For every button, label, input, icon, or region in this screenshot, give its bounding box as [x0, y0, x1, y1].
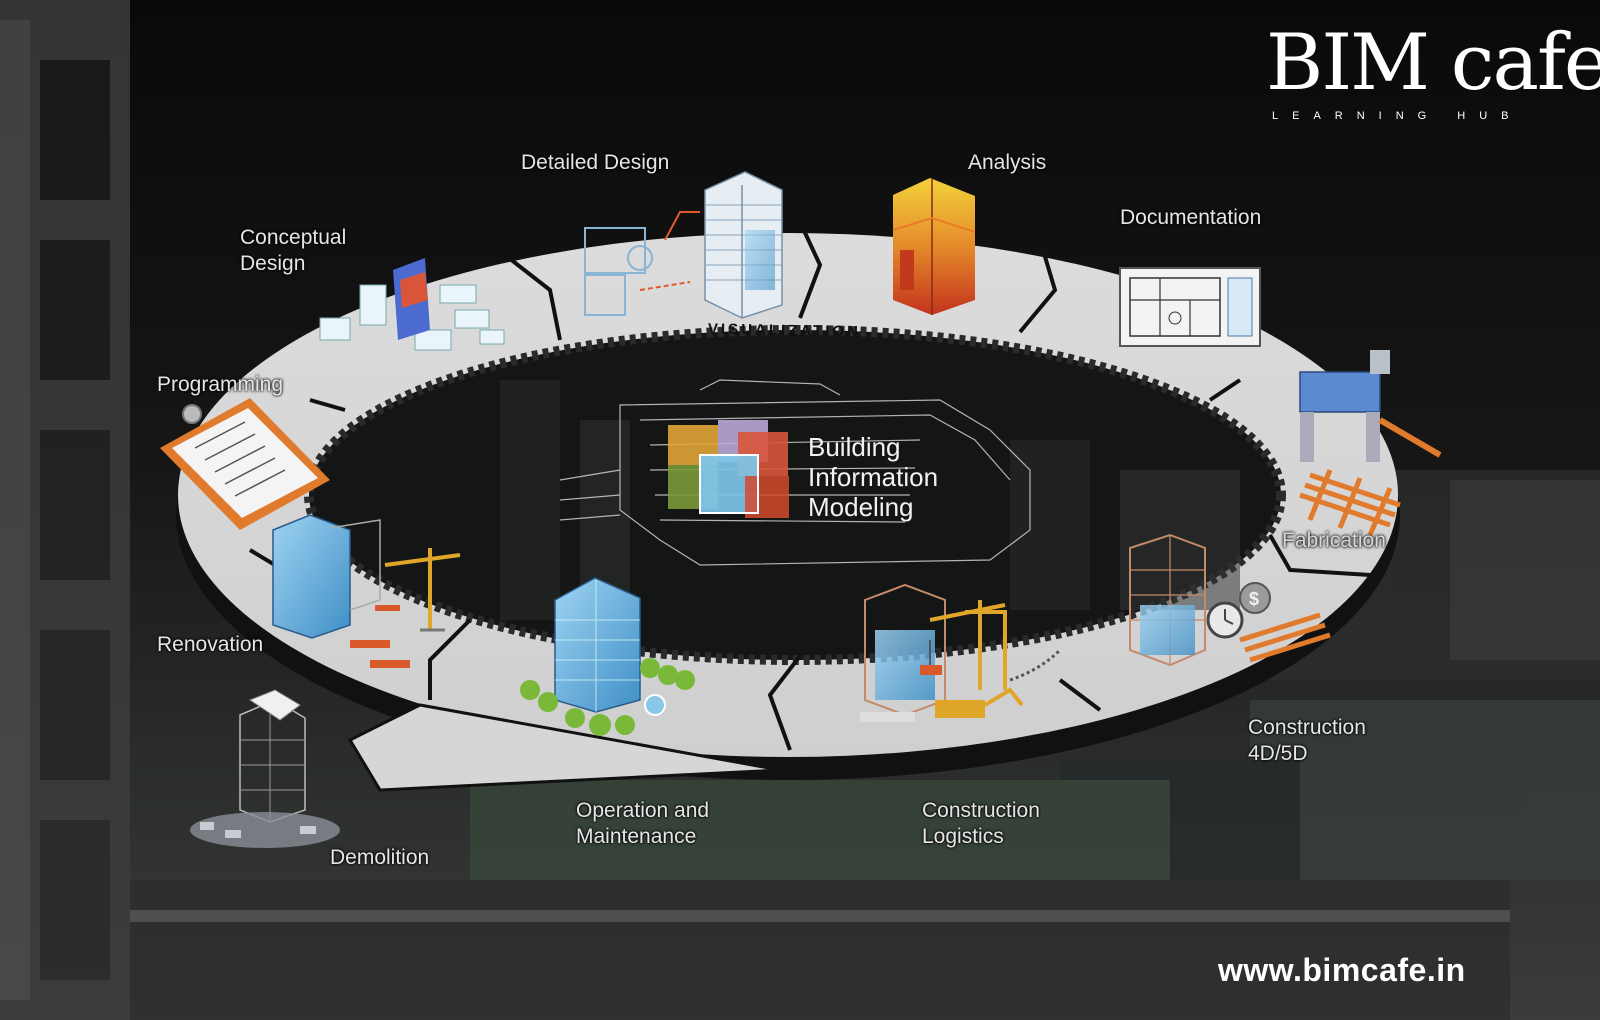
segment-dividers: [248, 221, 1371, 751]
construction-4d5d-illustration: $: [1129, 533, 1331, 667]
construction-logistics-label: Construction Logistics: [922, 799, 1040, 848]
ring-tail: [347, 703, 781, 792]
renovation-label: Renovation: [157, 633, 264, 656]
bim-center-title: Building Information Modeling: [808, 432, 939, 522]
detailed-design-label: Detailed Design: [521, 151, 670, 174]
conceptual-design-label: Conceptual Design: [240, 226, 347, 275]
analysis-illustration: [892, 178, 976, 315]
svg-text:$: $: [1249, 589, 1259, 609]
bim-cafe-logo: BIM cafe: [1266, 18, 1600, 108]
visualization-ring-label: VISUALIZATION: [707, 320, 862, 341]
bim-cube-icon: [668, 420, 789, 518]
documentation-label: Documentation: [1120, 206, 1262, 229]
programming-clipboard-icon: [160, 398, 330, 530]
renovation-illustration: [272, 514, 461, 668]
conceptual-design-illustration: [319, 258, 505, 351]
fabrication-label: Fabrication: [1282, 529, 1386, 552]
logo-tagline: LEARNING HUB: [1272, 110, 1523, 122]
inner-skyline: [500, 380, 1240, 620]
operation-maintenance-illustration: [520, 577, 695, 736]
construction-4d5d-label: Construction 4D/5D: [1248, 716, 1366, 765]
programming-label: Programming: [157, 373, 284, 396]
fabrication-illustration: [1299, 350, 1442, 536]
analysis-label: Analysis: [968, 151, 1047, 174]
demolition-illustration: [190, 689, 340, 848]
background-city: [130, 470, 1600, 1020]
construction-logistics-illustration: [860, 583, 1062, 722]
operation-maintenance-label: Operation and Maintenance: [576, 799, 710, 848]
documentation-illustration: [1119, 267, 1261, 347]
website-url[interactable]: www.bimcafe.in: [1218, 952, 1466, 988]
left-building-facade: [0, 0, 130, 1020]
detailed-design-illustration: [584, 171, 783, 319]
demolition-label: Demolition: [330, 846, 430, 869]
